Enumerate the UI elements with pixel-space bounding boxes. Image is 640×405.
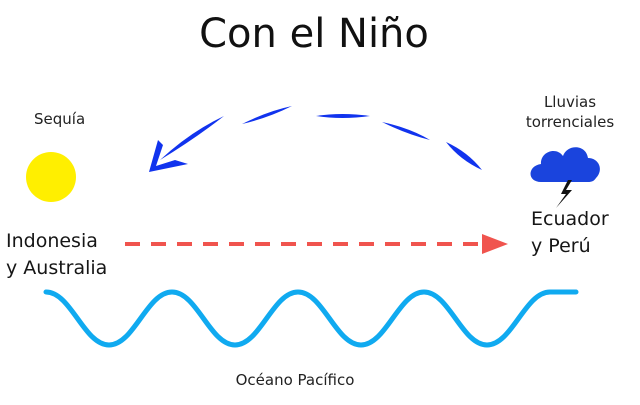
wind-arrow [149, 106, 482, 172]
rain-label-line2: torrenciales [525, 113, 615, 131]
current-arrow [125, 234, 508, 254]
rain-label: Lluvias torrenciales [505, 92, 635, 132]
rain-label-line1: Lluvias [543, 93, 597, 111]
east-region-label: Ecuador y Perú [531, 206, 609, 260]
east-region-line1: Ecuador [531, 208, 609, 230]
current-arrowhead [482, 234, 508, 254]
wind-arrowhead [149, 140, 188, 172]
ocean-wave [43, 289, 579, 348]
west-region-line2: y Australia [6, 257, 108, 279]
wind-arrow-dash [446, 142, 482, 170]
wind-arrow-dash [242, 106, 292, 124]
cloud-icon [530, 147, 600, 182]
drought-label: Sequía [34, 110, 86, 128]
wind-arrow-dash [160, 116, 224, 160]
west-region-line1: Indonesia [6, 230, 98, 252]
diagram-title: Con el Niño [199, 11, 429, 57]
wind-arrow-dash [382, 122, 430, 140]
storm-cloud-icon [530, 147, 600, 208]
west-region-label: Indonesia y Australia [6, 228, 107, 282]
east-region-line2: y Perú [531, 235, 591, 257]
ocean-label: Océano Pacífico [235, 371, 355, 389]
wind-arrow-dash [316, 114, 370, 118]
lightning-icon [556, 180, 572, 208]
sun-icon [26, 152, 76, 202]
